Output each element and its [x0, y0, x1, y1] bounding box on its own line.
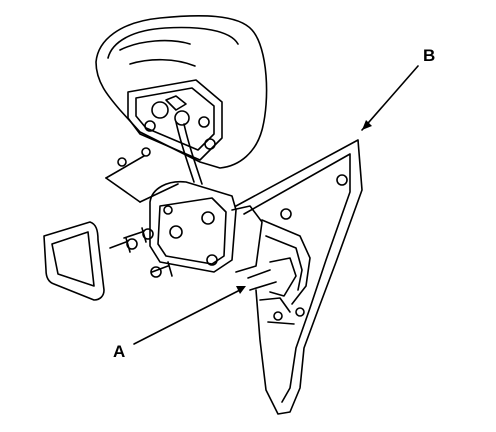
callout-label-b: B — [423, 46, 436, 65]
wire-harness — [175, 121, 203, 185]
mirror-actuator — [235, 139, 363, 415]
arrow-b-icon — [362, 120, 372, 130]
arrow-a-icon — [236, 286, 246, 294]
mirror-housing — [95, 15, 268, 169]
cover-cap — [43, 221, 105, 301]
leader-a — [133, 289, 241, 345]
callout-label-a: A — [113, 342, 126, 361]
screws — [109, 227, 173, 278]
leader-b — [361, 65, 419, 131]
callout-leaders — [133, 65, 419, 345]
mirror-base — [149, 180, 263, 273]
nuts — [105, 147, 179, 203]
